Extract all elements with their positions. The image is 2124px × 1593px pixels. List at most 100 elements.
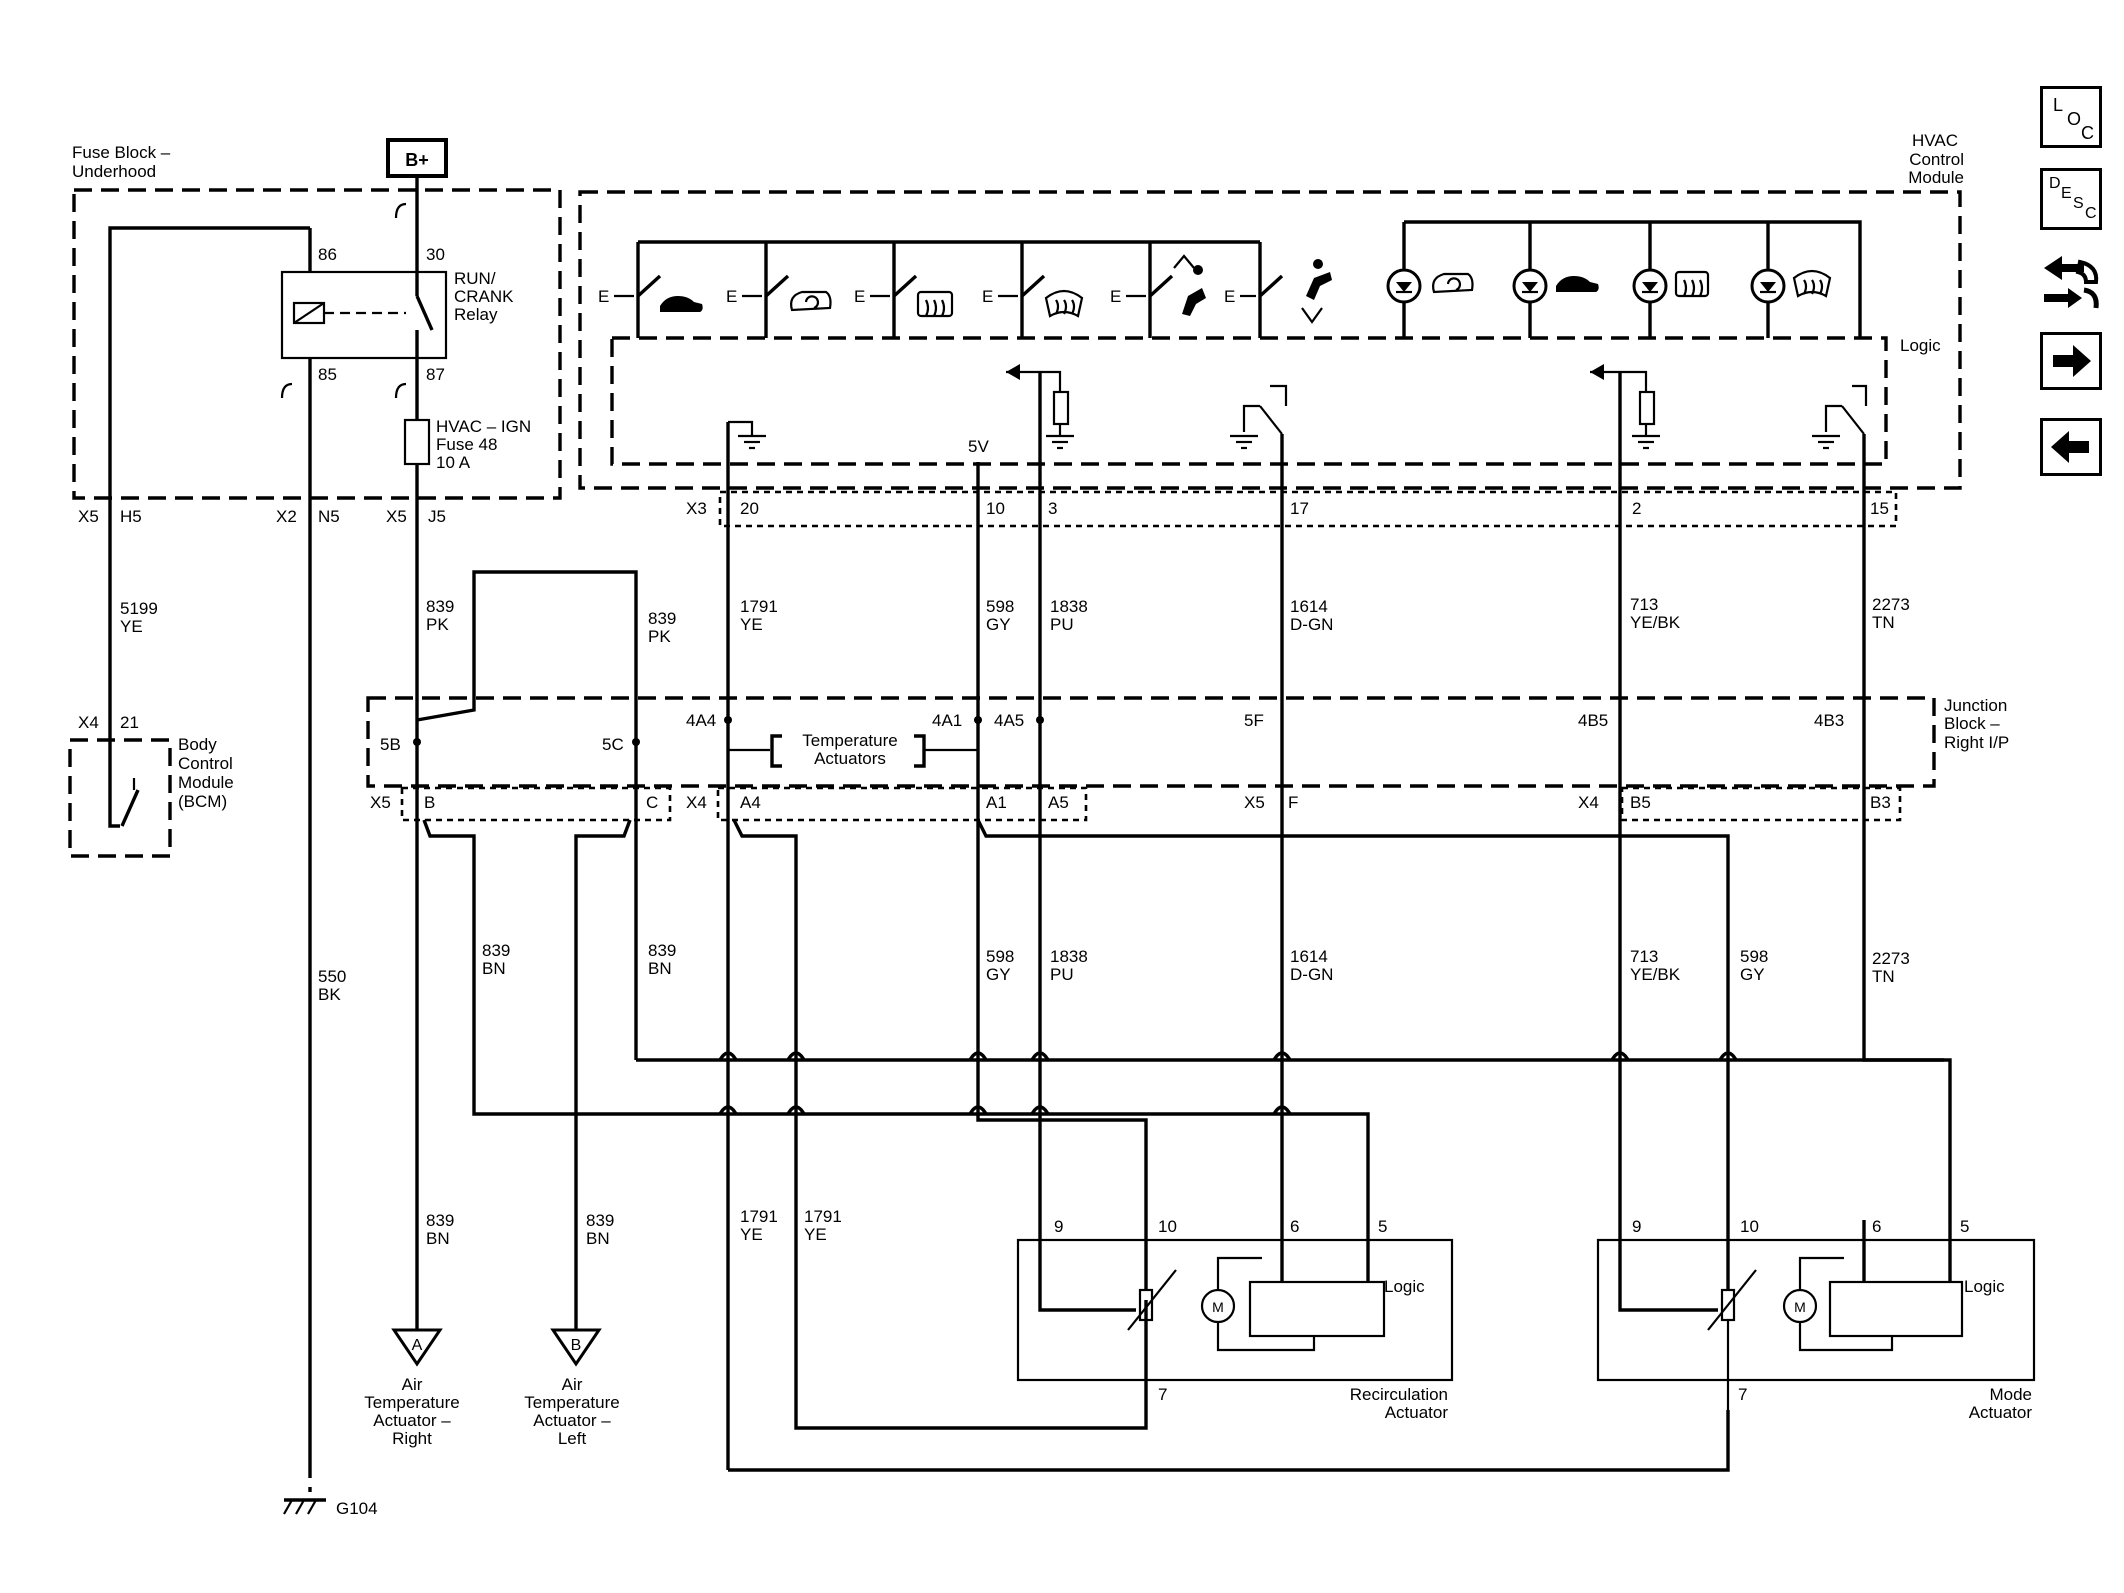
logic-label-hvac: Logic (1900, 336, 1941, 355)
jb-conn-f: F (1288, 793, 1298, 812)
bcm-conn-21: 21 (120, 713, 139, 732)
jb-conn-x4b: X4 (1578, 793, 1599, 812)
relay-label-2: CRANK (454, 287, 514, 306)
wire-550-color: BK (318, 985, 341, 1004)
previous-page-icon (2051, 431, 2089, 463)
logic-block-border (610, 336, 1888, 466)
junction-5f: 5F (1244, 711, 1264, 730)
hvac-ign-fuse (403, 418, 431, 466)
jb-conn-a4: A4 (740, 793, 761, 812)
jb-conn-x5b: X5 (1244, 793, 1265, 812)
hvac-label-2: Control (1909, 150, 1964, 169)
junction-label-1: Junction (1944, 696, 2007, 715)
wire-1791-bot-b-color: YE (804, 1225, 827, 1244)
wire-598 (976, 462, 1148, 1220)
temp-actuators-label-1: Temperature (802, 731, 897, 750)
svg-text:A: A (412, 1337, 423, 1354)
relay-pin-30: 30 (426, 245, 445, 264)
seat-occupant-icon (1173, 254, 1206, 316)
location-icon: L (2053, 95, 2064, 115)
offpage-b-label-1: Air (562, 1375, 583, 1394)
wire-550-num: 550 (318, 967, 346, 986)
outside-air-icon (1432, 272, 1474, 294)
defrost-vehicle-icon (660, 296, 703, 312)
wire-1614-mid-num: 1614 (1290, 947, 1328, 966)
description-button[interactable]: D E S C (2040, 168, 2102, 230)
hvac-conn-x3: X3 (686, 499, 707, 518)
location-button[interactable]: L O C (2040, 86, 2102, 148)
jb-conn-b3: B3 (1870, 793, 1891, 812)
mode-pin-10: 10 (1740, 1217, 1759, 1236)
wire-5199-color: YE (120, 617, 143, 636)
offpage-a-label-4: Right (392, 1429, 432, 1448)
jb-conn-a5: A5 (1048, 793, 1069, 812)
wire-598-color: GY (986, 615, 1011, 634)
junction-4a4: 4A4 (686, 711, 716, 730)
indicator-led-1 (1386, 268, 1422, 304)
relay-label-3: Relay (454, 305, 498, 324)
logic-ground-2 (1046, 434, 1074, 450)
offpage-connector-b: B (550, 1328, 602, 1367)
switch-e-5: E (1110, 287, 1121, 306)
offpage-connector-a: A (391, 1328, 443, 1367)
switch-e-1: E (598, 287, 609, 306)
hvac-pin-17: 17 (1290, 499, 1309, 518)
wire-1838-mid-color: PU (1050, 965, 1074, 984)
indicator-led-2 (1512, 268, 1548, 304)
mode-pin-6: 6 (1872, 1217, 1881, 1236)
ground-g104-icon (283, 1498, 326, 1515)
fuse-conn-x5b: X5 (386, 507, 407, 526)
wire-2273-color: TN (1872, 613, 1895, 632)
jb-conn-b: B (424, 793, 435, 812)
nav-sidebar: L O C D E S C (2040, 86, 2106, 476)
next-page-button[interactable] (2040, 332, 2102, 390)
wire-839pk-b-color: PK (648, 627, 671, 646)
switch-e-4: E (982, 287, 993, 306)
hvac-label-3: Module (1908, 168, 1964, 187)
junction-5b: 5B (380, 735, 401, 754)
jb-conn-a1: A1 (986, 793, 1007, 812)
mode-label-1: Mode (1989, 1385, 2032, 1404)
logic-ground-4 (1632, 434, 1660, 450)
wire-1791-bot-a-color: YE (740, 1225, 763, 1244)
logic-ground-3 (1230, 434, 1258, 450)
fuse-block-label-2: Underhood (72, 162, 156, 181)
wire-1614-num: 1614 (1290, 597, 1328, 616)
hvac-pin-2: 2 (1632, 499, 1641, 518)
relay-pin-87: 87 (426, 365, 445, 384)
wire-crossovers (718, 1051, 1738, 1115)
wire-713-mid-color: YE/BK (1630, 965, 1681, 984)
fuse-conn-h5: H5 (120, 507, 142, 526)
b-plus-label: B+ (405, 150, 429, 170)
wire-1838-mid-num: 1838 (1050, 947, 1088, 966)
wire-713 (1618, 372, 1718, 1312)
recirc-pin-6: 6 (1290, 1217, 1299, 1236)
hvac-pin-20: 20 (740, 499, 759, 518)
pullup-resistor-1 (1052, 390, 1070, 426)
wire-1791-bot-b-num: 1791 (804, 1207, 842, 1226)
fuse-conn-x5a: X5 (78, 507, 99, 526)
junction-label-3: Right I/P (1944, 733, 2009, 752)
junction-4a1: 4A1 (932, 711, 962, 730)
offpage-b-label-4: Left (558, 1429, 587, 1448)
junction-4a5: 4A5 (994, 711, 1024, 730)
relay-pin-86: 86 (318, 245, 337, 264)
wire-839pk-a-color: PK (426, 615, 449, 634)
bcm-label-1: Body (178, 735, 217, 754)
junction-connector-x5 (400, 786, 672, 822)
wire-2273 (1862, 434, 1952, 1220)
mode-motor-label: M (1794, 1299, 1806, 1315)
switch-e-3: E (854, 287, 865, 306)
jb-conn-x5: X5 (370, 793, 391, 812)
fuse-block-label-1: Fuse Block – (72, 143, 171, 162)
recirculation-actuator-box (1016, 1238, 1454, 1382)
connector-view-button[interactable] (2040, 250, 2102, 316)
wire-839bn-d-num: 839 (586, 1211, 614, 1230)
wire-839bn-b-color: BN (648, 959, 672, 978)
connector-icon (2044, 256, 2099, 309)
previous-page-button[interactable] (2040, 418, 2102, 476)
pullup-resistor-2 (1638, 390, 1656, 426)
offpage-a-label-3: Actuator – (373, 1411, 451, 1430)
wire-1791-num: 1791 (740, 597, 778, 616)
front-defrost-icon (1044, 289, 1084, 318)
